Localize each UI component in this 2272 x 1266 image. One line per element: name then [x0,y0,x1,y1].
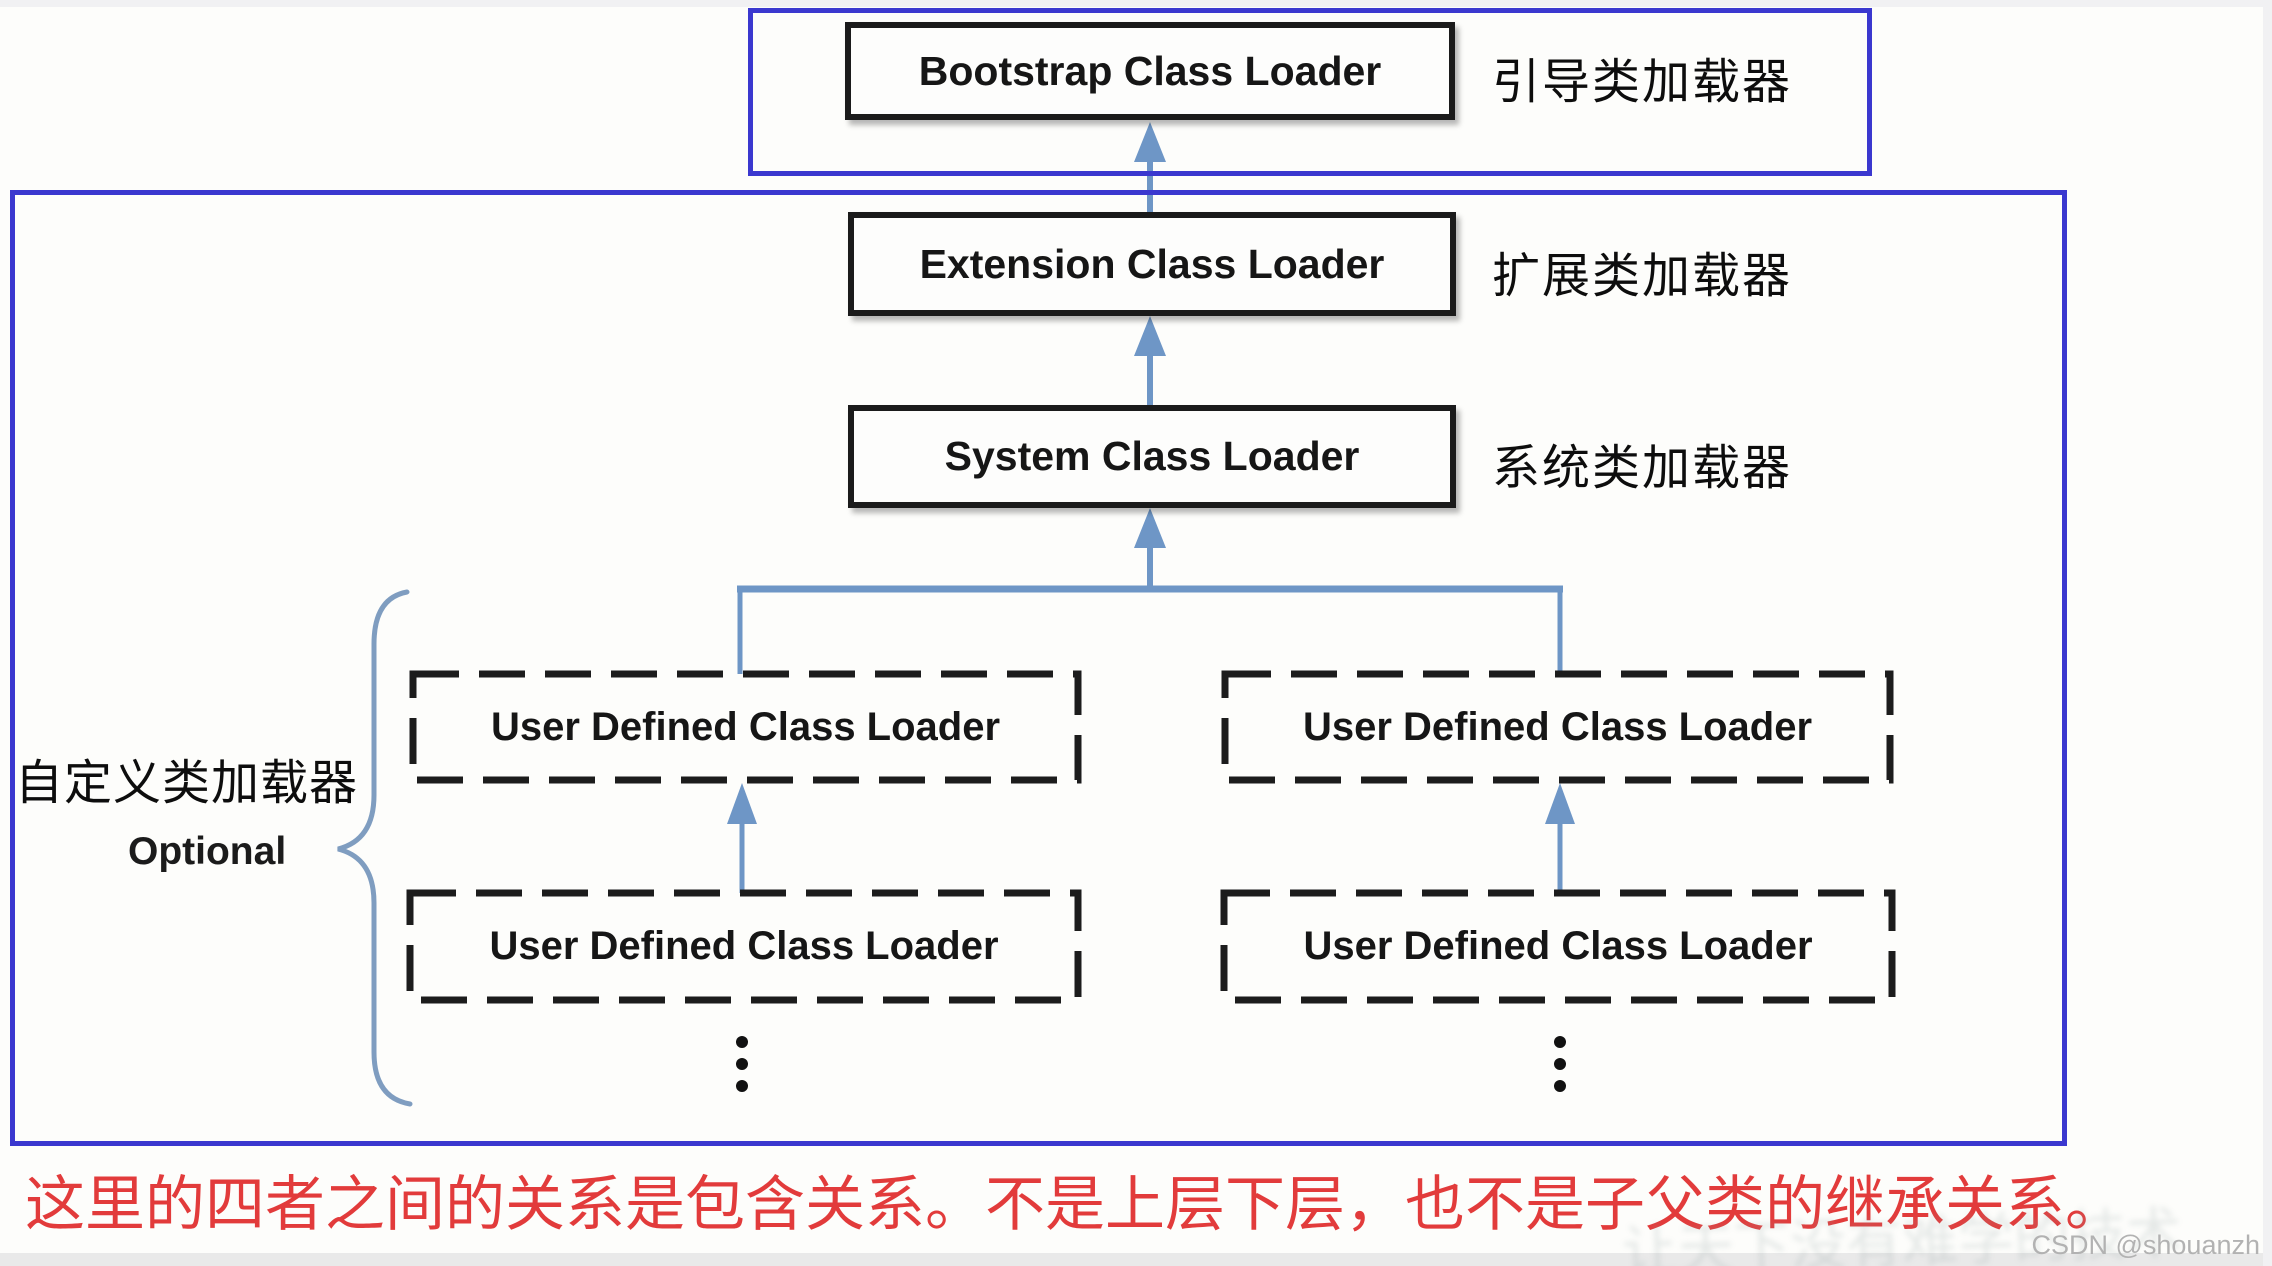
system-class-loader-box: System Class Loader [848,405,1456,508]
dashed-box-udcl-4 [1220,889,1896,1004]
system-annotation-cn: 系统类加载器 [1492,442,1793,495]
ellipsis-left-dot [736,1036,748,1048]
user-defined-class-loader-label: User Defined Class Loader [1303,924,1813,968]
arrow-head-udcl-left [727,783,757,824]
user-defined-class-loader-label: User Defined Class Loader [489,924,999,968]
ellipsis-left-dot [736,1080,748,1092]
bootstrap-class-loader-box: Bootstrap Class Loader [845,22,1455,120]
right-edge-strip [2263,0,2272,1266]
dashed-box-udcl-1 [409,670,1082,784]
top-edge-strip [0,0,2272,7]
user-defined-class-loader-box-2: User Defined Class Loader [1225,674,1890,780]
system-class-loader-label: System Class Loader [944,433,1360,479]
arrow-head-extension-to-bootstrap [1134,122,1166,162]
arrow-head-system-to-extension [1134,316,1166,356]
arrow-head-udcl-right [1545,783,1575,824]
optional-label: Optional [128,830,287,873]
ellipsis-right-dot [1554,1080,1566,1092]
bootstrap-highlight-frame [748,8,1872,176]
extension-annotation-cn: 扩展类加载器 [1492,250,1793,303]
ellipsis-right-dot [1554,1036,1566,1048]
ellipsis-right-dot [1554,1058,1566,1070]
user-defined-class-loader-label: User Defined Class Loader [1302,704,1813,749]
custom-loader-annotation-cn: 自定义类加载器 [15,757,359,810]
user-defined-class-loader-label: User Defined Class Loader [490,704,1001,749]
bootstrap-class-loader-label: Bootstrap Class Loader [918,47,1382,94]
dashed-box-udcl-3 [406,889,1082,1004]
csdn-watermark: CSDN @shouanzh [2031,1230,2260,1260]
jvm-loaders-highlight-frame [10,190,2067,1146]
bottom-edge-strip [0,1253,2272,1266]
bootstrap-annotation-cn: 引导类加载器 [1492,56,1793,109]
ellipsis-left-dot [736,1058,748,1070]
user-defined-class-loader-box-3: User Defined Class Loader [410,893,1078,1000]
user-defined-class-loader-box-1: User Defined Class Loader [413,674,1078,780]
dashed-box-udcl-2 [1221,670,1894,784]
caption-text: 这里的四者之间的关系是包含关系。不是上层下层，也不是子父类的继承关系。 [25,1171,2125,1238]
optional-group-brace [337,589,413,1107]
extension-class-loader-box: Extension Class Loader [848,212,1456,316]
arrow-head-connector-to-system [1134,508,1166,548]
extension-class-loader-label: Extension Class Loader [919,240,1385,287]
user-defined-class-loader-box-4: User Defined Class Loader [1224,893,1892,1000]
